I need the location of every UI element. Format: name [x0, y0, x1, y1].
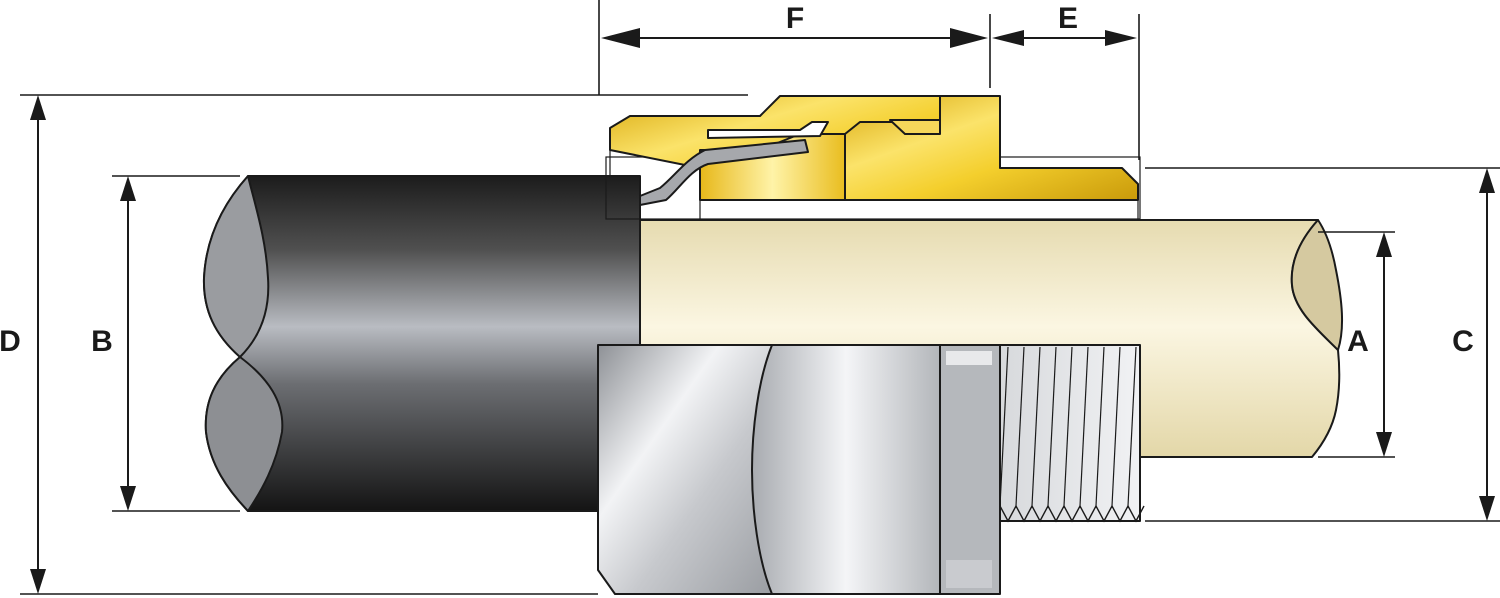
dimension-a — [1376, 232, 1392, 457]
label-f: F — [786, 2, 804, 35]
dimension-d — [30, 95, 46, 594]
dimension-b — [120, 176, 136, 511]
label-d: D — [0, 325, 21, 358]
outer-sheath — [202, 175, 641, 512]
label-a: A — [1347, 325, 1369, 358]
armour-wire — [639, 139, 809, 206]
dimension-c — [1479, 168, 1495, 521]
extension-lines — [20, 0, 1500, 595]
label-e: E — [1058, 2, 1078, 35]
thread-lines — [999, 346, 1145, 523]
steel-entry-body — [597, 344, 1145, 595]
label-c: C — [1452, 325, 1474, 358]
brass-gland-section — [605, 95, 1141, 220]
label-b: B — [91, 325, 113, 358]
dimension-f — [601, 28, 988, 48]
dimension-e — [992, 30, 1137, 46]
